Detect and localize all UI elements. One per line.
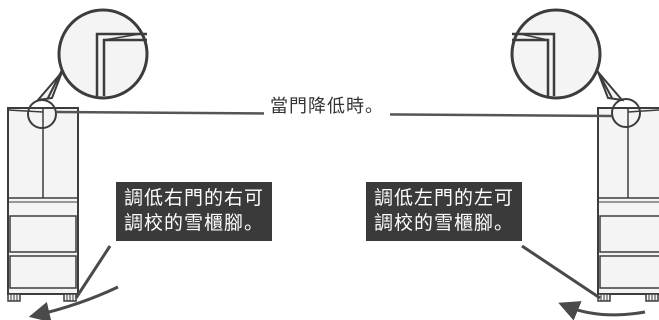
left-callout-line-1: 調低右門的右可 [124, 187, 265, 209]
right-fridge [510, 8, 659, 302]
left-fridge [7, 8, 149, 302]
right-callout-box: 調低左門的左可 調校的雪櫃腳。 [366, 182, 523, 241]
right-magnifier-bubble [510, 8, 625, 102]
right-drawer-upper [599, 215, 659, 253]
caption-text: 當門降低時。 [264, 92, 390, 118]
left-drawer-lower [9, 255, 77, 289]
right-callout-pointer [521, 244, 601, 300]
left-callout-line-2: 調校的雪櫃腳。 [124, 212, 265, 234]
right-callout-line-1: 調低左門的左可 [374, 187, 515, 209]
left-door-highlight-circle [27, 99, 57, 129]
left-drawer-upper [9, 215, 77, 253]
right-door-highlight-circle [611, 98, 641, 128]
right-rotate-arrow [558, 301, 646, 320]
left-rotate-arrow [28, 285, 119, 320]
left-callout-box: 調低右門的右可 調校的雪櫃腳。 [116, 182, 273, 241]
left-magnifier-bubble [35, 8, 149, 102]
left-callout-pointer [74, 245, 112, 299]
right-callout-line-2: 調校的雪櫃腳。 [374, 212, 515, 234]
right-drawer-lower [599, 255, 659, 289]
